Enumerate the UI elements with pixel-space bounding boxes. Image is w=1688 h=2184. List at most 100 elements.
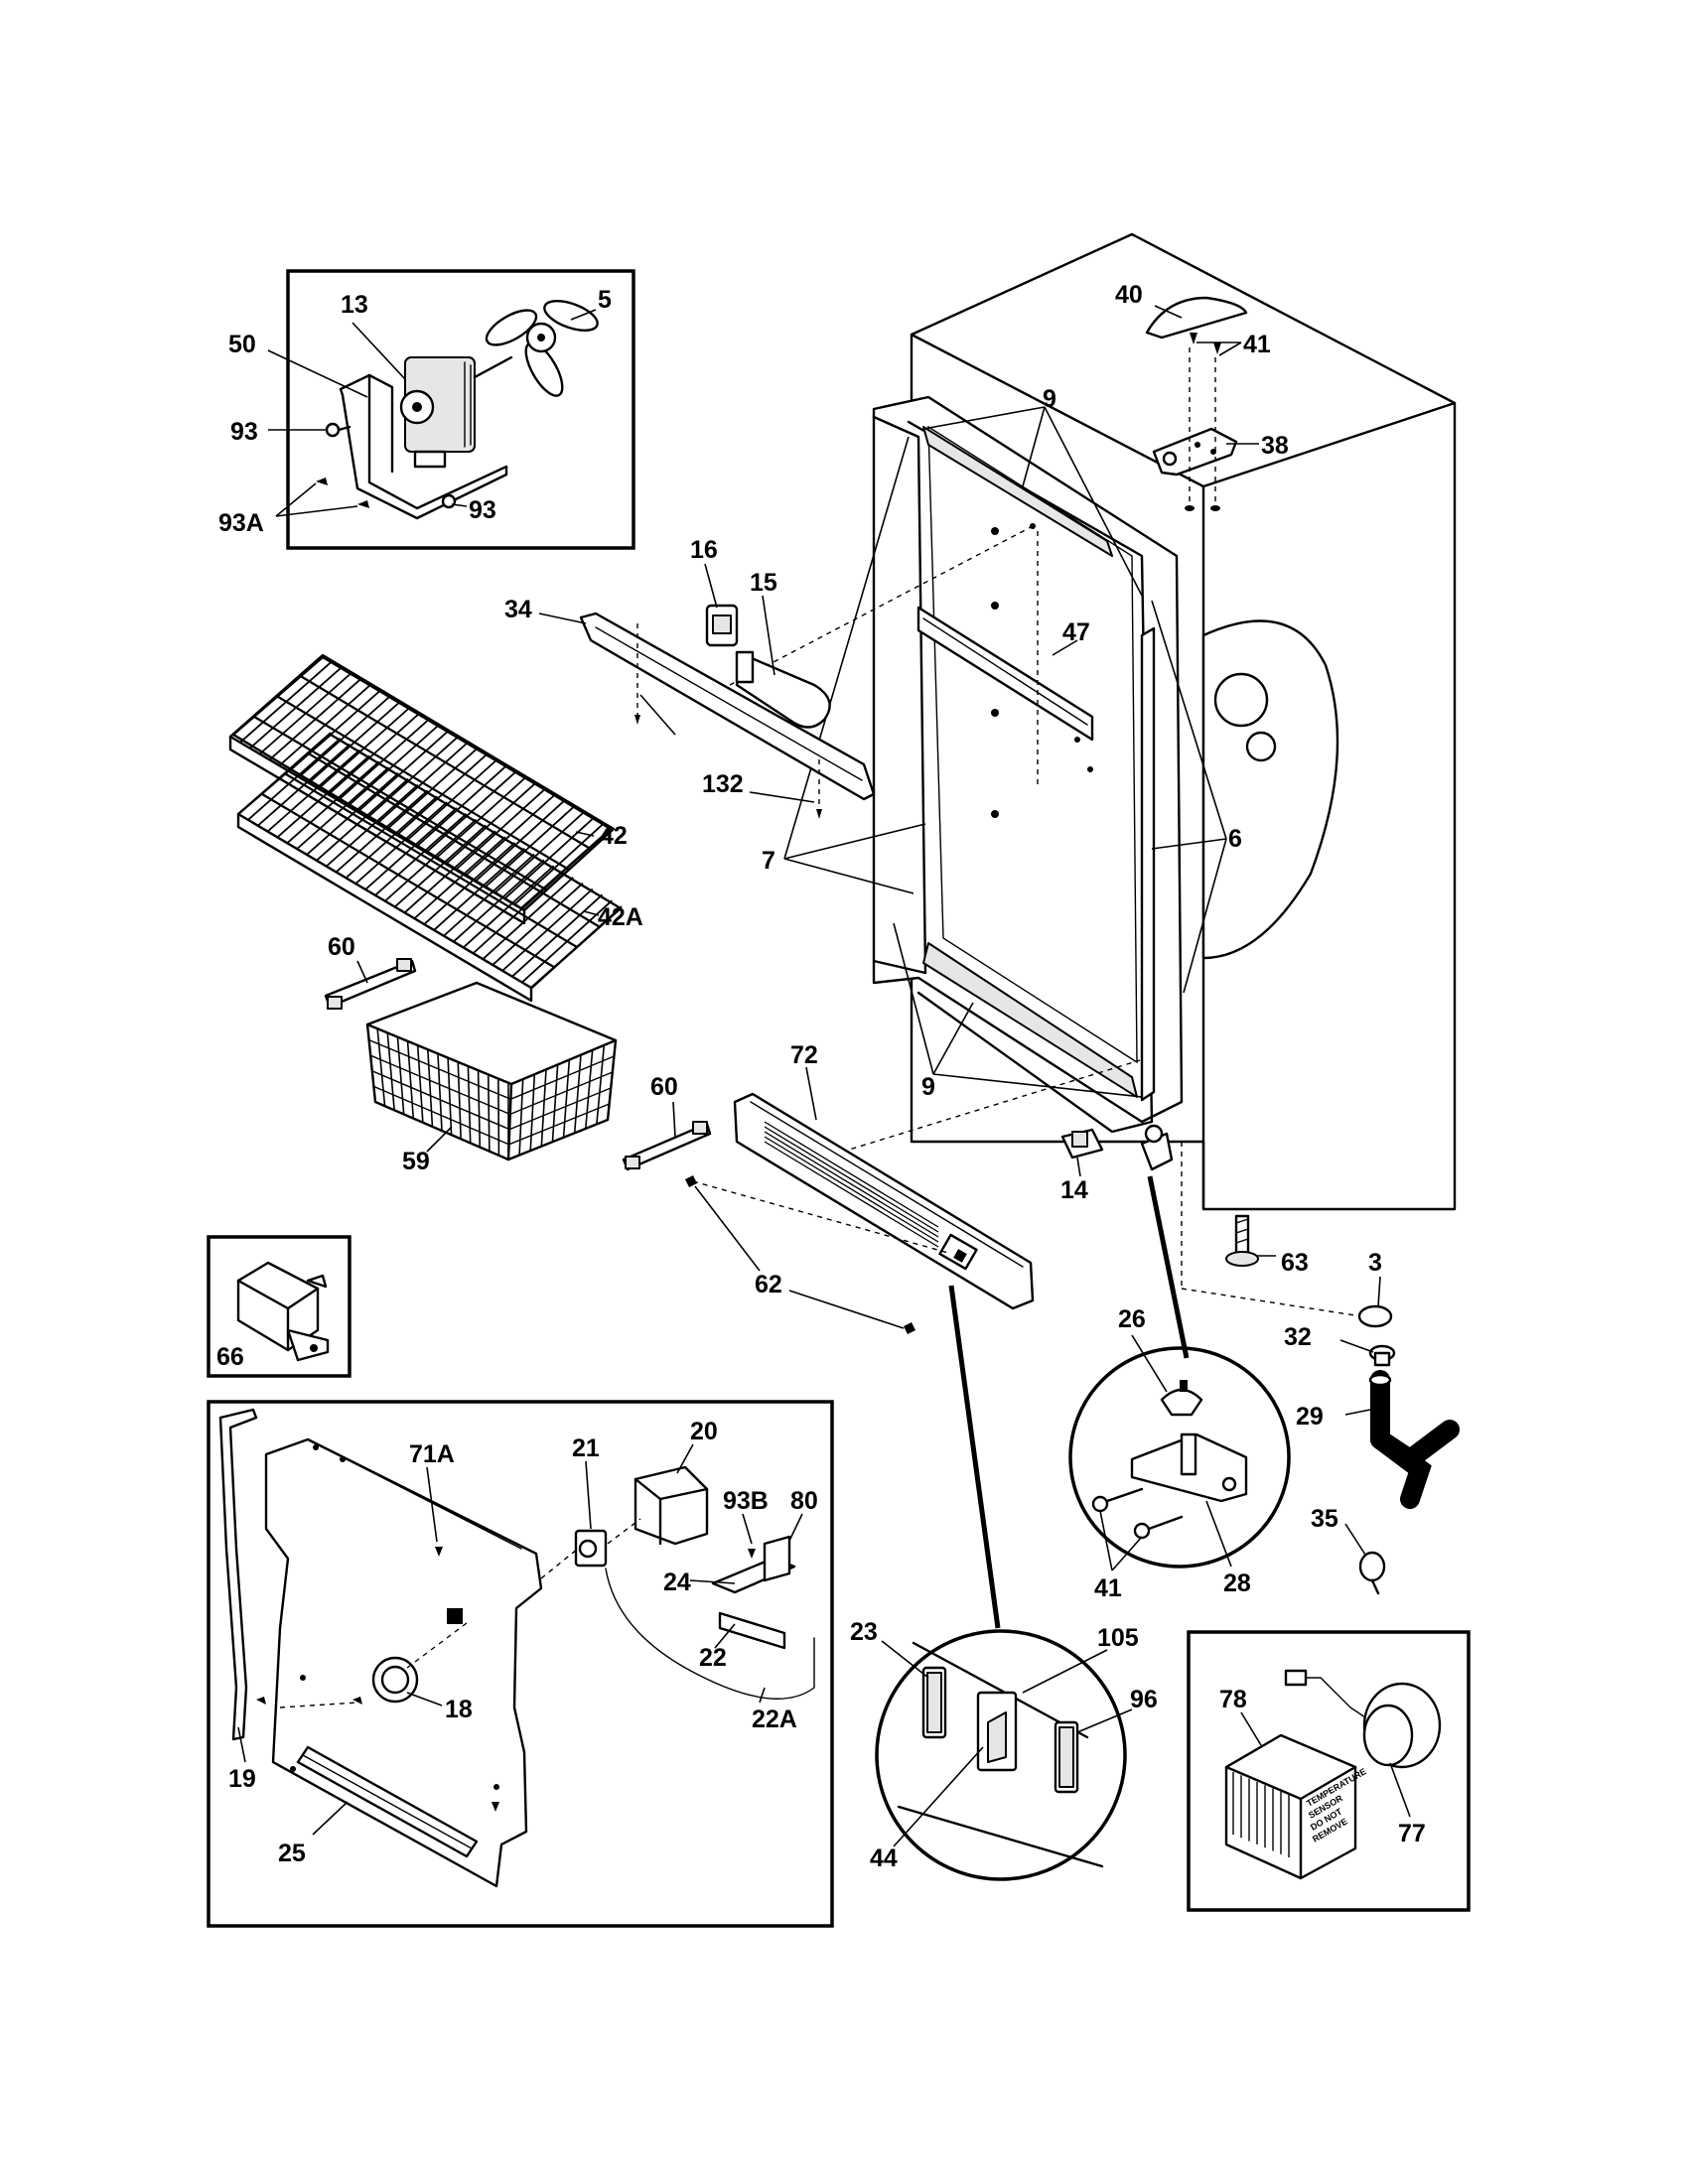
- switch-14: [1060, 1128, 1104, 1160]
- clip-80: [763, 1535, 791, 1582]
- thermostat-rail-assembly: 34 16 15 132: [504, 536, 876, 819]
- thermostat-16: [705, 604, 739, 647]
- label-23: 23: [850, 1618, 878, 1646]
- temperature-sensor-inset: TEMPERATURE SENSOR DO NOT REMOVE 78 77: [1187, 1630, 1471, 1912]
- label-44: 44: [870, 1844, 898, 1872]
- relay-inset-frame: [207, 1235, 352, 1378]
- strip-19: [218, 1408, 258, 1741]
- drain-plug-3: [1357, 1304, 1393, 1328]
- rocker-switch-44: [976, 1691, 1018, 1772]
- evaporator-cover-inset: 71A 21 20 93B 80 24 22 22A 18 19 25: [207, 1400, 834, 1928]
- label-80: 80: [790, 1487, 818, 1515]
- screw-25: [492, 1802, 499, 1812]
- label-22: 22: [699, 1644, 727, 1672]
- screw-71A: [435, 1547, 443, 1557]
- label-26: 26: [1118, 1305, 1146, 1333]
- sensor-housing-78: TEMPERATURE SENSOR DO NOT REMOVE: [1224, 1733, 1368, 1880]
- fan-motor-inset: 5 13 50 93 93 93A: [218, 269, 635, 550]
- drain-hose-29: [1368, 1370, 1460, 1509]
- hinge-screws-41-detail: [1091, 1487, 1184, 1540]
- grommet-18: [371, 1656, 419, 1704]
- fan-motor-inset-frame: [286, 269, 635, 550]
- label-42A: 42A: [598, 903, 643, 931]
- screw-18-left: [256, 1697, 266, 1705]
- screw-18-right: [352, 1697, 362, 1705]
- label-24: 24: [663, 1569, 691, 1596]
- label-13: 13: [341, 291, 368, 319]
- label-20: 20: [690, 1418, 718, 1445]
- screw-93A-left: [316, 478, 328, 485]
- label-32: 32: [1284, 1323, 1312, 1351]
- screw-93A-right: [357, 500, 369, 508]
- temperature-sensor-inset-frame: [1187, 1630, 1471, 1912]
- bottom-hinge-detail: 26 41 28: [1068, 1175, 1291, 1602]
- label-78: 78: [1219, 1686, 1247, 1713]
- leveling-leg: [1225, 1214, 1259, 1267]
- screw-93-top: [325, 422, 352, 438]
- label-59: 59: [402, 1148, 430, 1175]
- label-71A: 71A: [409, 1440, 455, 1468]
- label-3: 3: [1368, 1249, 1382, 1277]
- label-50: 50: [228, 331, 256, 358]
- label-42: 42: [600, 822, 628, 850]
- sensor-tube-15: [735, 650, 831, 729]
- wire-shelf-42: [228, 653, 616, 925]
- control-switch-detail: 23 105 96 44: [850, 1285, 1158, 1881]
- label-93-top: 93: [230, 418, 258, 446]
- label-9-top: 9: [1043, 385, 1056, 413]
- evaporator-cover-inset-frame: [207, 1400, 834, 1928]
- hinge-plate-28: [1130, 1433, 1248, 1503]
- label-7: 7: [762, 847, 775, 875]
- indicator-96: [1054, 1720, 1079, 1794]
- label-132: 132: [702, 770, 744, 798]
- label-29: 29: [1296, 1403, 1324, 1431]
- label-63: 63: [1281, 1249, 1309, 1277]
- defrost-thermostat-21: [574, 1529, 815, 1700]
- label-93A: 93A: [218, 509, 264, 537]
- motor-bracket: [339, 373, 508, 520]
- fan-blade: [485, 300, 599, 397]
- clip-35: [1358, 1551, 1386, 1595]
- bracket-20: [633, 1465, 709, 1546]
- label-93-bottom: 93: [469, 496, 496, 524]
- top-hinge-cover: [1145, 296, 1248, 340]
- label-60-right: 60: [650, 1073, 678, 1101]
- label-14: 14: [1060, 1176, 1088, 1204]
- label-77: 77: [1398, 1820, 1426, 1847]
- sensor-77: [1284, 1669, 1442, 1769]
- label-62: 62: [755, 1271, 782, 1298]
- hinge-screws-41: [1190, 333, 1221, 354]
- hinge-pin-26: [1160, 1380, 1203, 1417]
- screw-62-lower: [904, 1322, 915, 1334]
- label-25: 25: [278, 1840, 306, 1867]
- wire-shelf-42A: [236, 732, 623, 1003]
- screw-93-bottom: [441, 493, 457, 509]
- label-21: 21: [572, 1434, 600, 1462]
- label-19: 19: [228, 1765, 256, 1793]
- label-28: 28: [1223, 1570, 1251, 1597]
- screw-62-upper: [685, 1175, 697, 1187]
- label-47: 47: [1062, 618, 1090, 646]
- label-40: 40: [1115, 281, 1143, 309]
- label-66: 66: [216, 1343, 244, 1371]
- label-105: 105: [1097, 1624, 1139, 1652]
- bottom-hinge-bracket: [1140, 1124, 1174, 1171]
- label-9-bottom: 9: [921, 1073, 935, 1101]
- relay-66: [236, 1261, 330, 1362]
- label-41-top: 41: [1243, 331, 1271, 358]
- label-15: 15: [750, 569, 777, 597]
- label-16: 16: [690, 536, 718, 564]
- basket-slide-60-right: [622, 1121, 712, 1171]
- basket-slide-60-left: [324, 958, 417, 1010]
- label-34: 34: [504, 596, 532, 623]
- label-38: 38: [1261, 432, 1289, 460]
- heater-22: [718, 1611, 786, 1650]
- freezer-cabinet: 40 41 38 9 47 7 6 9 14 63: [729, 232, 1457, 1316]
- screw-93B: [748, 1549, 756, 1559]
- label-22A: 22A: [752, 1706, 797, 1733]
- label-96: 96: [1130, 1686, 1158, 1713]
- toe-grille-72: [733, 1092, 1035, 1310]
- drain-bushing-32: [1368, 1344, 1396, 1367]
- label-60-left: 60: [328, 933, 355, 961]
